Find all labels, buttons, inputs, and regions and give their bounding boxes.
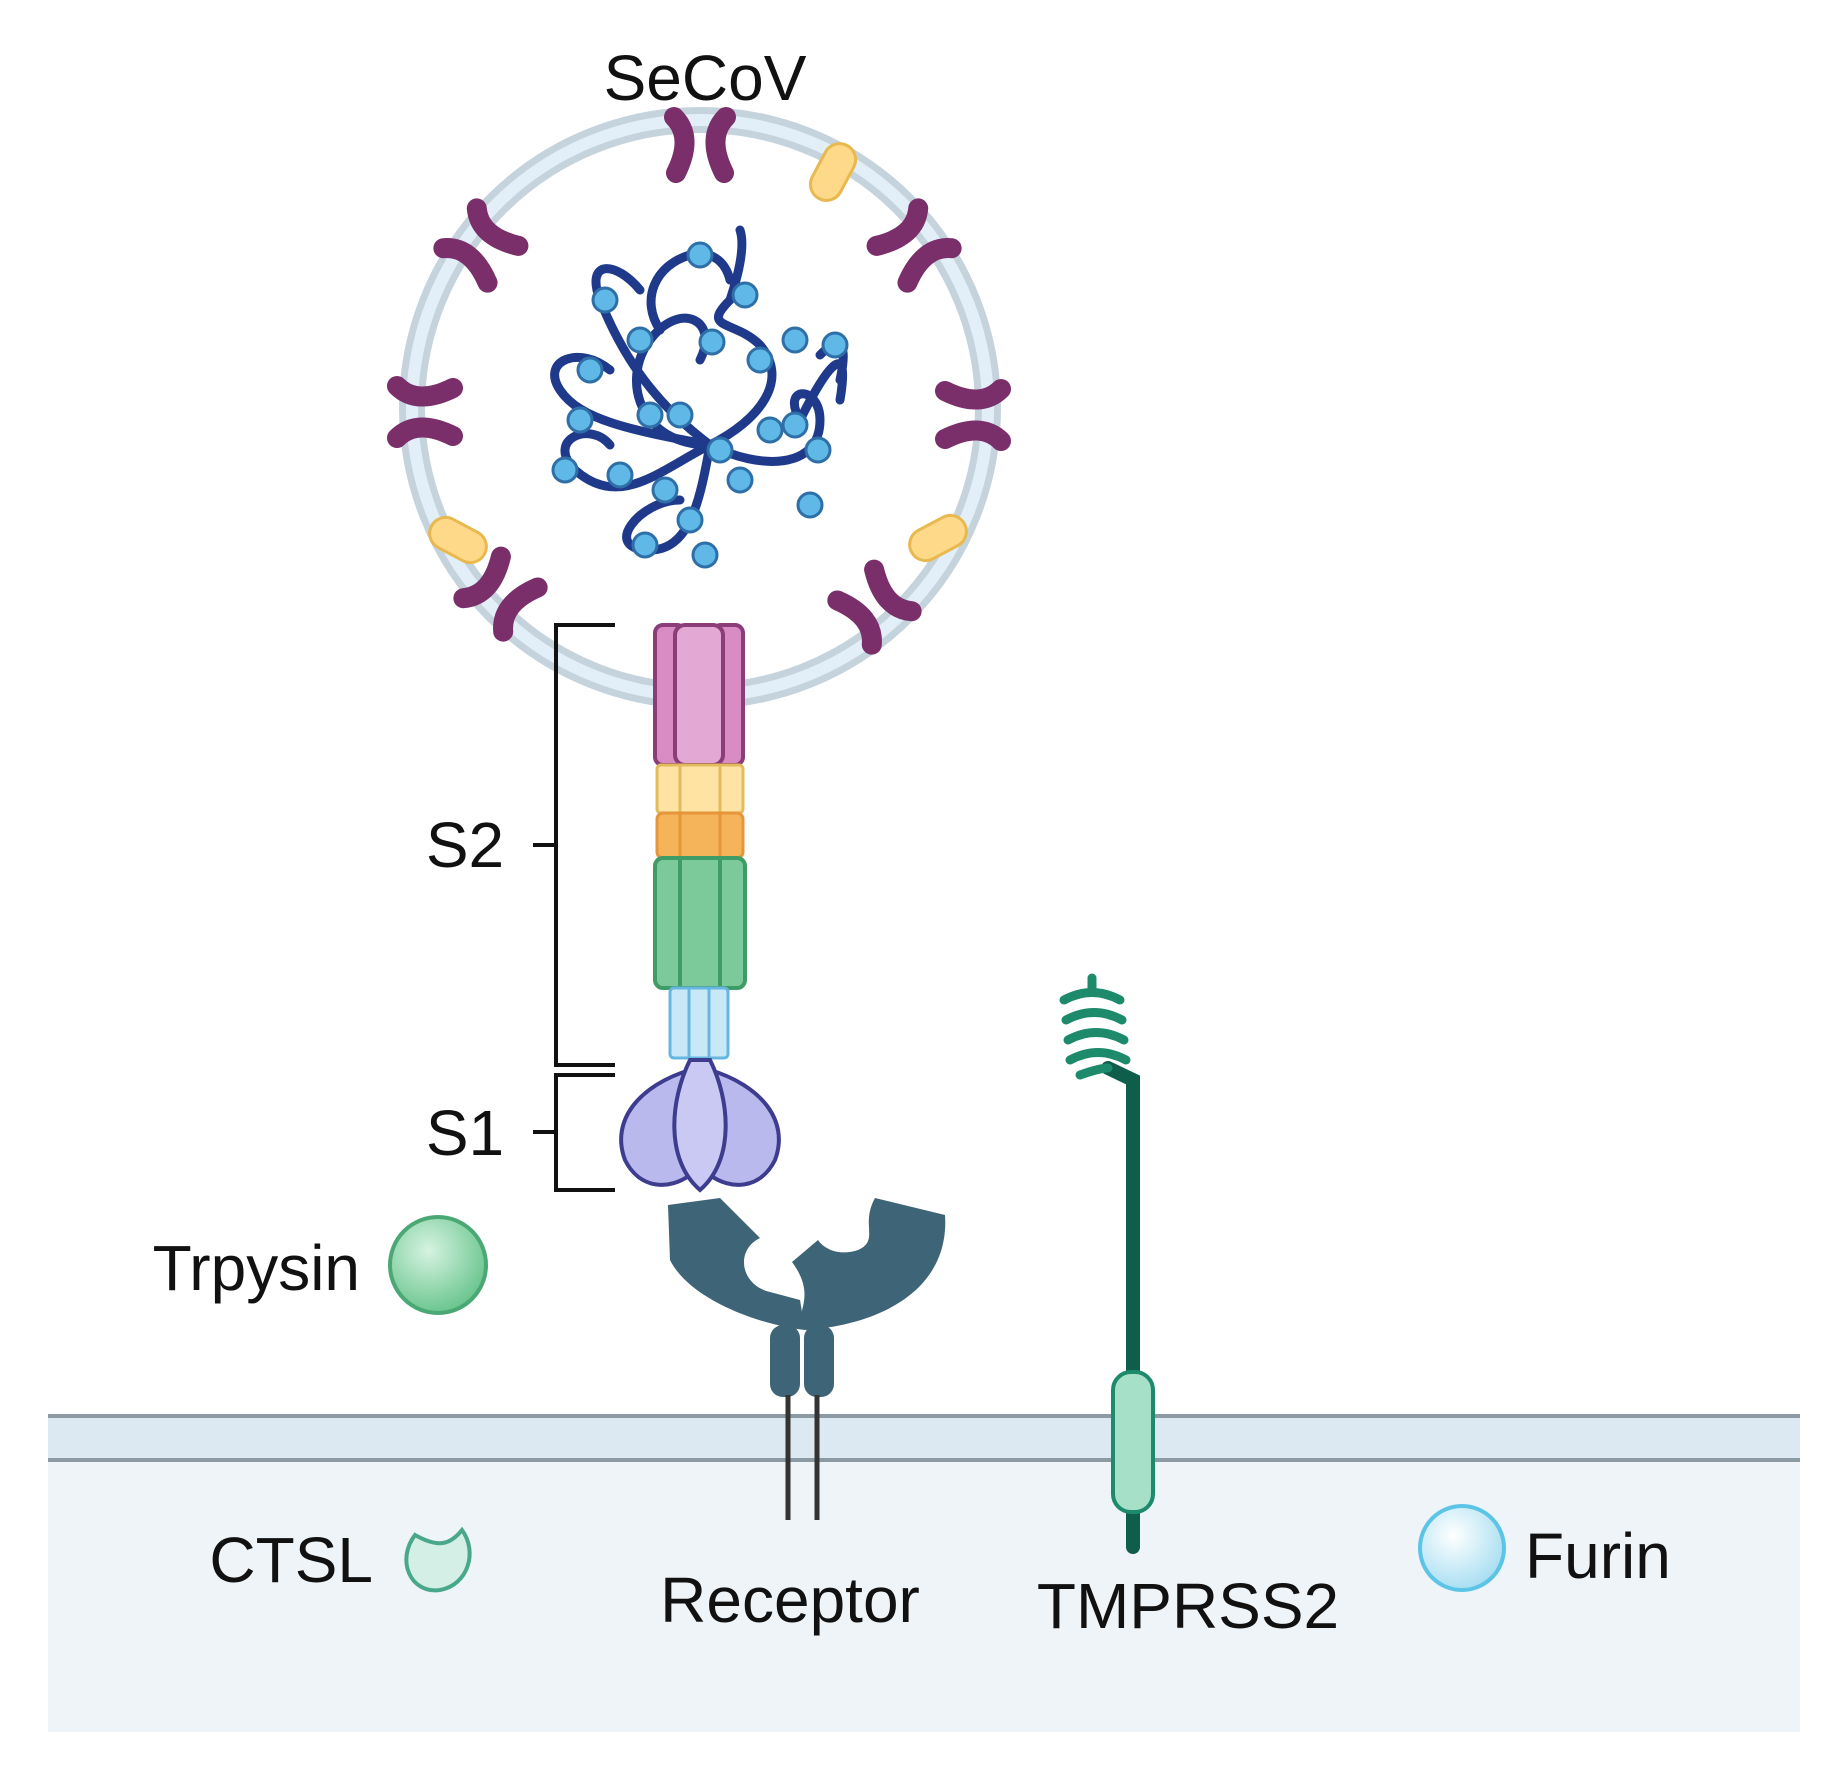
cell bbox=[48, 1414, 1800, 1732]
domain-brackets bbox=[533, 623, 615, 1192]
spike-s2-yellow-domain bbox=[655, 763, 745, 815]
s1-bracket bbox=[554, 1073, 615, 1192]
m-protein-lower-right bbox=[827, 559, 922, 655]
spike-s2-green-domain bbox=[653, 856, 747, 990]
spike-protein bbox=[619, 623, 781, 1193]
ctsl-icon bbox=[404, 1526, 472, 1593]
receptor-right-stalk bbox=[804, 1325, 834, 1397]
ctsl-label: CTSL bbox=[209, 1524, 373, 1596]
m-protein-left bbox=[387, 376, 463, 448]
spike-s1-domain bbox=[619, 1058, 781, 1193]
trypsin-label: Trpysin bbox=[153, 1232, 360, 1304]
tmprss2-label: TMPRSS2 bbox=[1037, 1570, 1339, 1642]
m-protein-top bbox=[664, 107, 736, 183]
s2-label: S2 bbox=[426, 809, 504, 881]
receptor-left-head bbox=[668, 1198, 805, 1330]
secov-label: SeCoV bbox=[604, 42, 807, 114]
nucleocapsid-proteins bbox=[551, 241, 849, 569]
receptor-left-stalk bbox=[770, 1325, 800, 1397]
m-protein-upper-right bbox=[866, 198, 962, 293]
secov-virion bbox=[387, 107, 1011, 709]
trypsin-icon bbox=[388, 1215, 488, 1315]
receptor-right-head bbox=[792, 1198, 946, 1330]
cytoplasm bbox=[48, 1460, 1800, 1732]
e-protein-lower-right bbox=[908, 513, 968, 563]
spike-s2-orange-domain bbox=[655, 811, 745, 860]
m-protein-lower-left bbox=[453, 546, 548, 642]
tmprss2-transmembrane-domain bbox=[1111, 1370, 1155, 1514]
spike-s2-stalk bbox=[668, 986, 730, 1060]
receptor bbox=[668, 1198, 946, 1520]
s1-label: S1 bbox=[426, 1097, 504, 1169]
cell-membrane bbox=[48, 1416, 1800, 1460]
tmprss2-protease bbox=[1059, 973, 1155, 1554]
tmprss2-helix bbox=[1059, 973, 1131, 1080]
e-protein-top-right bbox=[808, 142, 858, 202]
m-protein-upper-left bbox=[433, 198, 529, 293]
furin-label: Furin bbox=[1525, 1520, 1671, 1592]
receptor-label: Receptor bbox=[660, 1564, 920, 1636]
spike-s2-pink-domain bbox=[653, 623, 745, 767]
furin-icon bbox=[1418, 1504, 1506, 1592]
e-protein-lower-left bbox=[428, 515, 488, 565]
m-protein-right bbox=[935, 379, 1011, 451]
